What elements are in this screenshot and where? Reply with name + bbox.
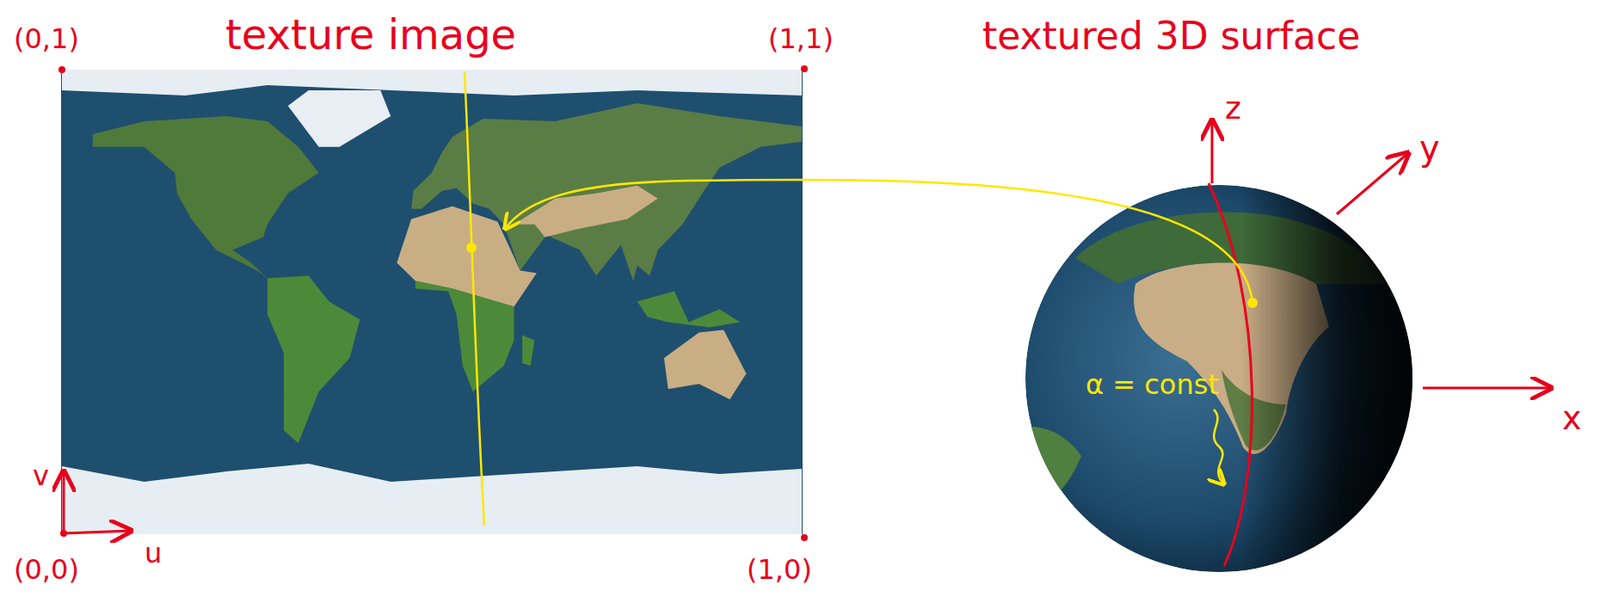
- pointer-squiggle: [1213, 409, 1225, 485]
- x-axis: [1422, 387, 1551, 390]
- corner-dot: [800, 534, 808, 542]
- y-axis: [1336, 153, 1409, 215]
- curve-annotation: α = const: [1085, 369, 1219, 400]
- corner-dot: [800, 65, 808, 73]
- panel-heading: texture image: [225, 12, 517, 58]
- corner-coordinate: (0,1): [13, 24, 80, 55]
- corner-coordinate: (0,0): [13, 554, 80, 585]
- axis-label: y: [1419, 129, 1440, 167]
- axis-label: z: [1224, 91, 1242, 126]
- globe: [1015, 184, 1420, 580]
- corner-coordinate: (1,0): [746, 554, 813, 585]
- u-axis: [63, 530, 131, 534]
- world-map: [61, 69, 803, 535]
- axis-label: x: [1562, 400, 1582, 437]
- meridian-line: [464, 71, 485, 526]
- point-dot: [466, 242, 477, 253]
- axis-label: v: [32, 461, 50, 492]
- v-axis: [62, 471, 66, 534]
- mapping-arrow: [504, 179, 1253, 303]
- axis-label: u: [144, 538, 162, 569]
- z-axis: [1211, 120, 1214, 184]
- corner-coordinate: (1,1): [768, 24, 834, 55]
- panel-heading: textured 3D surface: [982, 15, 1360, 57]
- corner-dot: [58, 66, 66, 74]
